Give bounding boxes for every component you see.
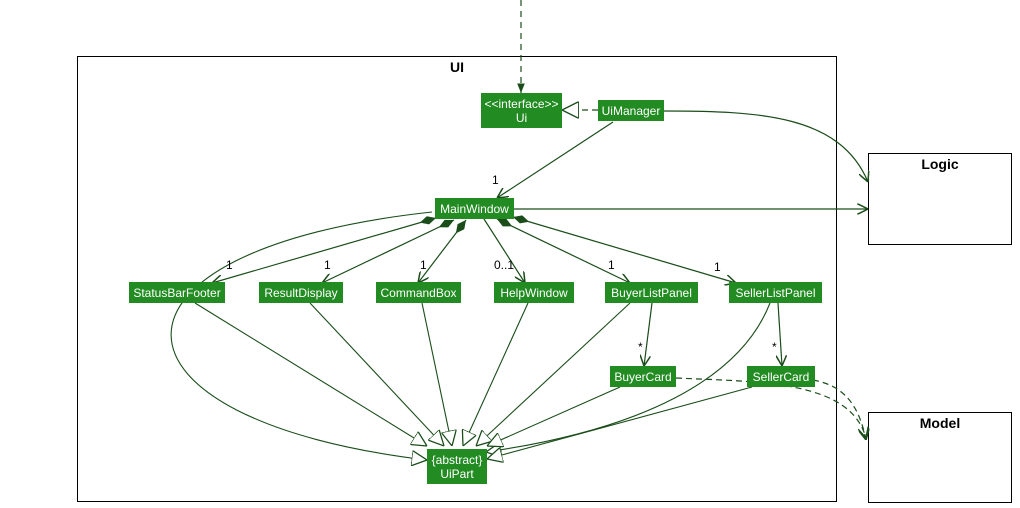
assoc-sellerlist-sellercard	[778, 302, 782, 366]
assoc-uimanager-mainwindow	[497, 121, 614, 198]
ui-package-title: UI	[450, 59, 464, 75]
comp-buyerlistpanel	[496, 218, 630, 283]
buyerlistpanel-label: BuyerListPanel	[611, 285, 692, 300]
inherit-commandbox	[421, 302, 452, 446]
comp-resultdisplay	[322, 219, 455, 283]
sellerlistpanel-class: SellerListPanel	[729, 282, 822, 303]
multiplicity-buyercard: *	[638, 340, 643, 354]
multiplicity-helpwindow: 0..1	[494, 258, 515, 272]
mainwindow-label: MainWindow	[440, 201, 509, 216]
uipart-name: UiPart	[440, 466, 474, 481]
multiplicity-buyerlistpanel: 1	[608, 258, 615, 272]
logic-package-title: Logic	[921, 156, 959, 172]
multiplicity-mainwindow: 1	[492, 173, 499, 187]
multiplicity-statusbarfooter: 1	[226, 258, 233, 272]
multiplicity-sellercard: *	[772, 340, 777, 354]
ui-interface-name: Ui	[515, 110, 528, 125]
buyercard-class: BuyerCard	[610, 366, 676, 387]
ui-interface-class: <<interface>> Ui	[481, 93, 562, 128]
uipart-stereotype: {abstract}	[431, 452, 483, 467]
comp-commandbox	[418, 219, 467, 283]
inherit-sellercard	[487, 386, 753, 459]
inherit-helpwindow	[463, 302, 529, 446]
ui-interface-stereotype: <<interface>>	[484, 96, 559, 111]
uimanager-class: UiManager	[598, 100, 664, 121]
statusbarfooter-label: StatusBarFooter	[133, 285, 221, 300]
dep-sellercard-model	[812, 379, 866, 440]
helpwindow-class: HelpWindow	[494, 282, 574, 303]
comp-statusbarfooter	[212, 218, 437, 283]
sellercard-class: SellerCard	[747, 366, 815, 387]
model-package-title: Model	[919, 415, 961, 431]
inherit-buyercard	[487, 386, 621, 446]
inherit-sellerlistpanel	[486, 302, 771, 452]
dep-uimanager-logic	[663, 110, 868, 182]
assoc-buyerlist-buyercard	[644, 302, 653, 366]
resultdisplay-class: ResultDisplay	[259, 282, 343, 303]
buyercard-label: BuyerCard	[614, 369, 672, 384]
multiplicity-sellerlistpanel: 1	[714, 260, 721, 274]
logic-package: Logic	[868, 153, 1012, 245]
mainwindow-class: MainWindow	[435, 198, 514, 219]
statusbarfooter-class: StatusBarFooter	[129, 282, 225, 303]
resultdisplay-label: ResultDisplay	[264, 285, 338, 300]
multiplicity-resultdisplay: 1	[324, 258, 331, 272]
inherit-buyerlistpanel	[476, 302, 631, 446]
buyerlistpanel-class: BuyerListPanel	[605, 282, 698, 303]
uimanager-label: UiManager	[601, 103, 661, 118]
inherit-statusbarfooter	[194, 302, 427, 446]
comp-helpwindow	[483, 218, 525, 283]
uipart-class: {abstract} UiPart	[427, 449, 487, 484]
model-package: Model	[868, 412, 1012, 503]
sellercard-label: SellerCard	[752, 369, 810, 384]
sellerlistpanel-label: SellerListPanel	[735, 285, 816, 300]
dep-buyercard-model	[675, 377, 866, 438]
commandbox-label: CommandBox	[380, 285, 457, 300]
inherit-mainwindow	[170, 211, 433, 460]
multiplicity-commandbox: 1	[420, 258, 427, 272]
comp-sellerlistpanel	[512, 217, 736, 283]
commandbox-class: CommandBox	[376, 282, 461, 303]
helpwindow-label: HelpWindow	[500, 285, 568, 300]
inherit-resultdisplay	[309, 302, 444, 446]
